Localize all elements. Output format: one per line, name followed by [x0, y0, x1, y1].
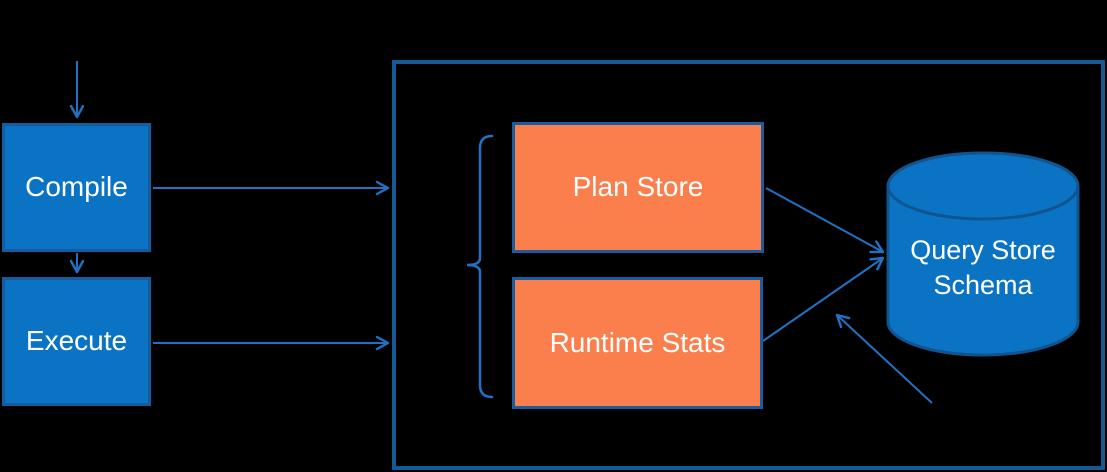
query-store-schema-label: Query Store Schema [893, 233, 1073, 303]
execute-label: Execute [25, 325, 128, 357]
query-store-schema-label-line2: Schema [933, 270, 1033, 300]
compile-label: Compile [25, 171, 128, 203]
query-store-schema-label-line1: Query Store [910, 235, 1056, 265]
plan-store-box: Plan Store [512, 122, 764, 253]
plan-store-label: Plan Store [572, 171, 704, 203]
arrow-async-to-schema-icon [835, 313, 933, 404]
arrow-runtime-stats-to-schema-icon [762, 256, 885, 342]
arrow-plan-store-to-schema-icon [765, 187, 885, 254]
query-store-schema-cylinder [886, 151, 1080, 357]
execute-box: Execute [2, 277, 151, 406]
compile-box: Compile [2, 123, 151, 252]
grouping-brace-icon [466, 134, 494, 399]
runtime-stats-label: Runtime Stats [549, 326, 726, 358]
runtime-stats-box: Runtime Stats [512, 277, 763, 409]
query-store-container-box [392, 60, 1105, 470]
